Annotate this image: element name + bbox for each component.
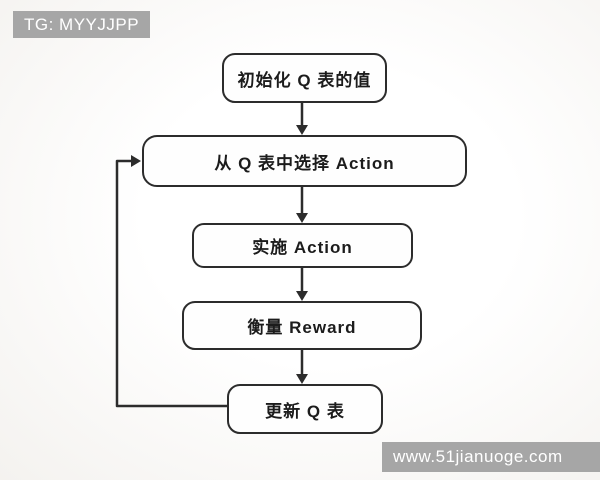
arrowhead-down-3 xyxy=(296,291,308,301)
flow-node-choose-action: 从 Q 表中选择 Action xyxy=(142,135,467,187)
arrowhead-right-feedback xyxy=(131,155,141,167)
flow-node-measure-reward: 衡量 Reward xyxy=(182,301,422,350)
arrowhead-down-4 xyxy=(296,374,308,384)
watermark-website-url: www.51jianuoge.com xyxy=(382,442,600,472)
arrowhead-down-2 xyxy=(296,213,308,223)
flow-node-label: 更新 Q 表 xyxy=(265,401,345,421)
flow-node-update-q-table: 更新 Q 表 xyxy=(227,384,383,434)
arrowhead-down-1 xyxy=(296,125,308,135)
flow-node-label: 实施 Action xyxy=(252,238,353,257)
flow-node-do-action: 实施 Action xyxy=(192,223,413,268)
watermark-telegram-handle: TG: MYYJJPP xyxy=(13,11,151,38)
flow-node-init-q-table: 初始化 Q 表的值 xyxy=(222,53,387,103)
flow-node-label: 从 Q 表中选择 Action xyxy=(214,153,395,173)
flow-node-label: 衡量 Reward xyxy=(247,318,357,337)
flow-node-label: 初始化 Q 表的值 xyxy=(237,70,372,90)
edge-feedback-loop xyxy=(115,159,227,408)
